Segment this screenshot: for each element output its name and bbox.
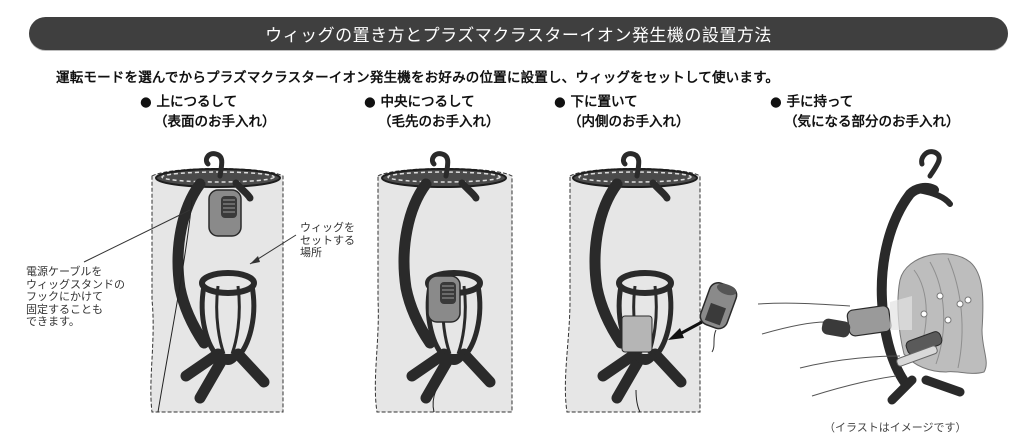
illustration-hang-top: [83, 154, 297, 413]
mode-subtitle: （内側のお手入れ）: [568, 114, 690, 130]
note-line: フックにかけて: [26, 290, 103, 303]
mode-handheld: ● 手に持って （気になる部分のお手入れ）: [770, 92, 960, 132]
bullet-icon: ●: [140, 94, 152, 110]
section-title-bar: ウィッグの置き方とプラズマクラスターイオン発生機の設置方法: [29, 17, 1008, 50]
intro-text: 運転モードを選んでからプラズマクラスターイオン発生機をお好みの位置に設置し、ウィ…: [56, 70, 780, 86]
mode-place-bottom: ● 下に置いて （内側のお手入れ）: [554, 92, 690, 132]
note-line: 場所: [300, 246, 322, 259]
section-title: ウィッグの置き方とプラズマクラスターイオン発生機の設置方法: [265, 26, 772, 46]
mode-subtitle: （表面のお手入れ）: [154, 114, 276, 130]
mode-hang-top: ● 上につるして （表面のお手入れ）: [140, 92, 276, 132]
note-line: ウィッグスタンドの: [26, 277, 125, 291]
illustration-hang-middle: [374, 154, 513, 413]
note-line: できます。: [26, 315, 80, 328]
illustration-place-bottom: [564, 154, 738, 413]
bullet-icon: ●: [554, 94, 566, 110]
note-line: セットする: [300, 233, 355, 247]
mode-title: 中央につるして: [380, 94, 475, 110]
mode-subtitle: （気になる部分のお手入れ）: [784, 114, 960, 130]
bullet-icon: ●: [364, 94, 376, 110]
mode-subtitle: （毛先のお手入れ）: [378, 114, 500, 130]
mode-title: 手に持って: [786, 94, 854, 110]
note-line: 固定することも: [26, 302, 103, 316]
bullet-icon: ●: [770, 94, 782, 110]
illustration-handheld: [757, 149, 987, 405]
mode-hang-middle: ● 中央につるして （毛先のお手入れ）: [364, 92, 500, 132]
note-line: 電源ケーブルを: [26, 265, 103, 278]
wig-placement-note: ウィッグを セットする 場所: [300, 221, 355, 260]
cable-hook-note: 電源ケーブルを ウィッグスタンドの フックにかけて 固定することも できます。: [26, 265, 125, 329]
mode-title: 上につるして: [156, 94, 238, 110]
note-line: ウィッグを: [300, 221, 355, 234]
illustration-caption: （イラストはイメージです）: [824, 421, 967, 434]
mode-title: 下に置いて: [570, 94, 638, 110]
